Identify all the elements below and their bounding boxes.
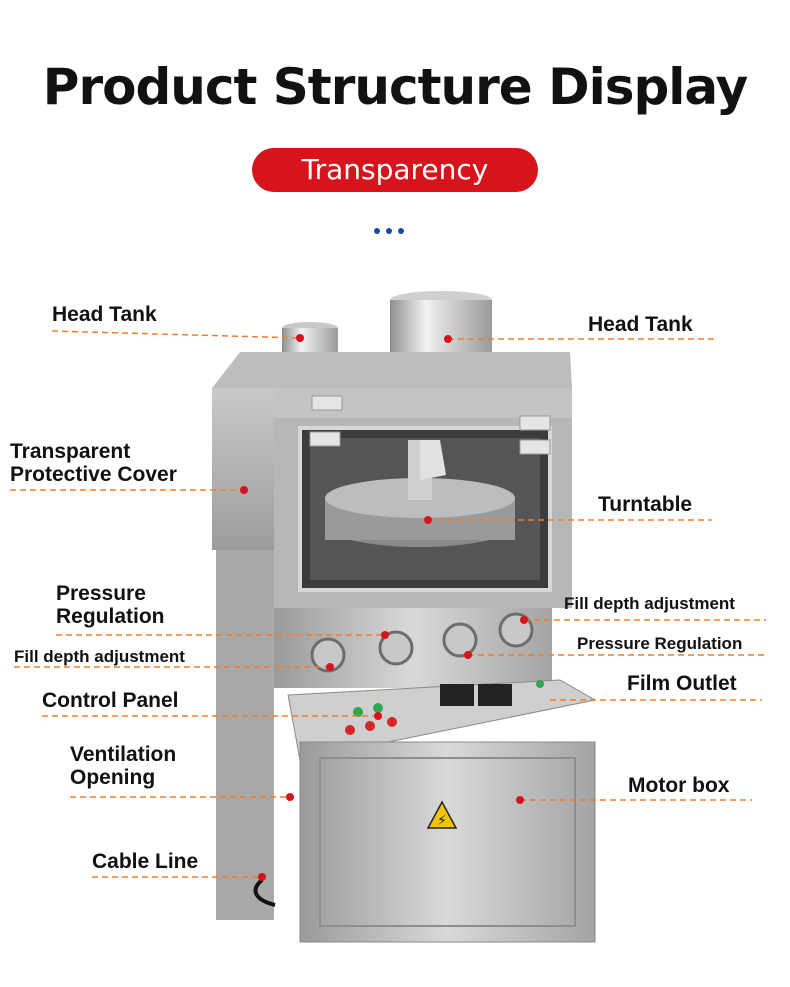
label-ventilation-line2: Opening: [70, 766, 156, 789]
page-title: Product Structure Display: [42, 58, 748, 116]
label-head-tank-right: Head Tank: [588, 313, 693, 336]
label-motor-box: Motor box: [628, 774, 730, 797]
ellipsis-dots: [374, 221, 410, 239]
label-pressure-regulation-left-line2: Regulation: [56, 605, 165, 628]
transparency-badge: Transparency: [252, 148, 538, 192]
label-ventilation-line1: Ventilation: [70, 743, 177, 766]
label-film-outlet: Film Outlet: [627, 672, 737, 695]
label-head-tank-left: Head Tank: [52, 303, 157, 326]
label-fill-depth-left: Fill depth adjustment: [14, 647, 185, 666]
label-cable-line: Cable Line: [92, 850, 199, 873]
label-pressure-regulation-right: Pressure Regulation: [577, 634, 743, 653]
label-turntable: Turntable: [598, 493, 693, 516]
label-transparent-cover-line2: Protective Cover: [10, 463, 177, 486]
label-transparent-cover-line1: Transparent: [10, 440, 131, 463]
svg-text:⚡: ⚡: [437, 813, 447, 829]
label-pressure-regulation-left-line1: Pressure: [56, 582, 146, 605]
label-fill-depth-right: Fill depth adjustment: [564, 594, 735, 613]
label-control-panel: Control Panel: [42, 689, 179, 712]
